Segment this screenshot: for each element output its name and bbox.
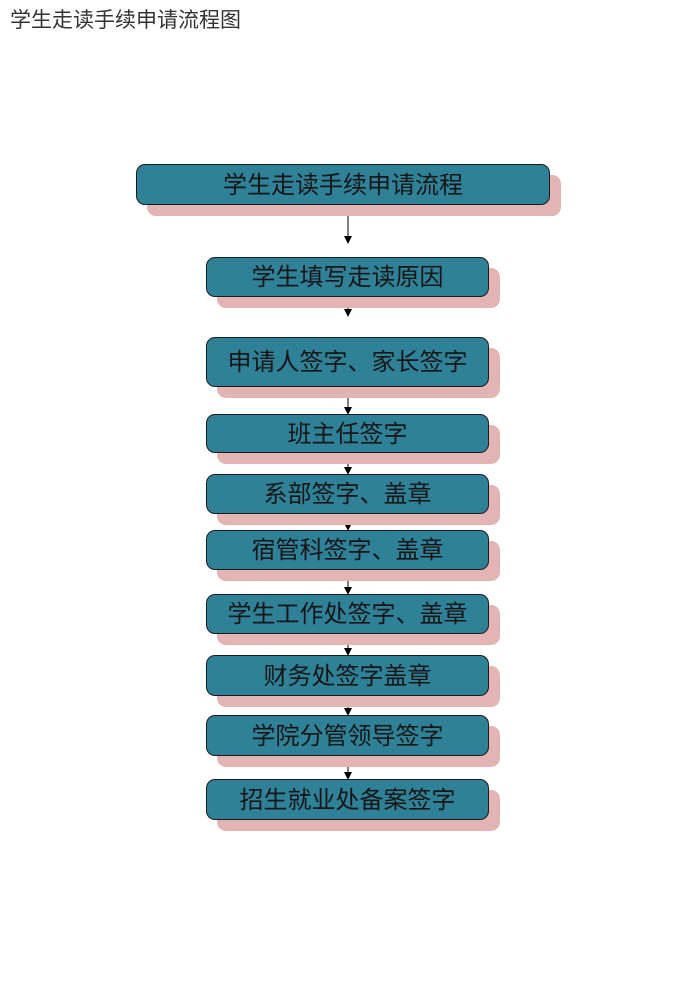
flow-step-4: 系部签字、盖章	[206, 474, 489, 514]
flow-step-3: 班主任签字	[206, 414, 489, 453]
flow-step-label: 学生填写走读原因	[251, 263, 444, 291]
document-title: 学生走读手续申请流程图	[10, 8, 241, 32]
flow-step-2: 申请人签字、家长签字	[206, 337, 489, 387]
flow-step-9: 招生就业处备案签字	[206, 779, 489, 820]
flow-step-label: 学生工作处签字、盖章	[227, 600, 468, 628]
flow-step-label: 学院分管领导签字	[251, 721, 444, 750]
flow-step-8: 学院分管领导签字	[206, 715, 489, 756]
flow-step-label: 招生就业处备案签字	[239, 785, 456, 814]
flow-step-label: 申请人签字、家长签字	[227, 348, 468, 376]
flow-step-1: 学生填写走读原因	[206, 257, 489, 297]
flow-header-label: 学生走读手续申请流程	[223, 170, 463, 199]
flow-step-label: 系部签字、盖章	[263, 480, 432, 508]
flow-step-label: 财务处签字盖章	[263, 661, 432, 690]
flow-step-7: 财务处签字盖章	[206, 655, 489, 696]
flow-step-5: 宿管科签字、盖章	[206, 530, 489, 570]
flow-step-label: 宿管科签字、盖章	[251, 536, 444, 564]
flow-step-6: 学生工作处签字、盖章	[206, 594, 489, 634]
flow-header-box: 学生走读手续申请流程	[136, 164, 550, 205]
flow-step-label: 班主任签字	[287, 419, 408, 448]
